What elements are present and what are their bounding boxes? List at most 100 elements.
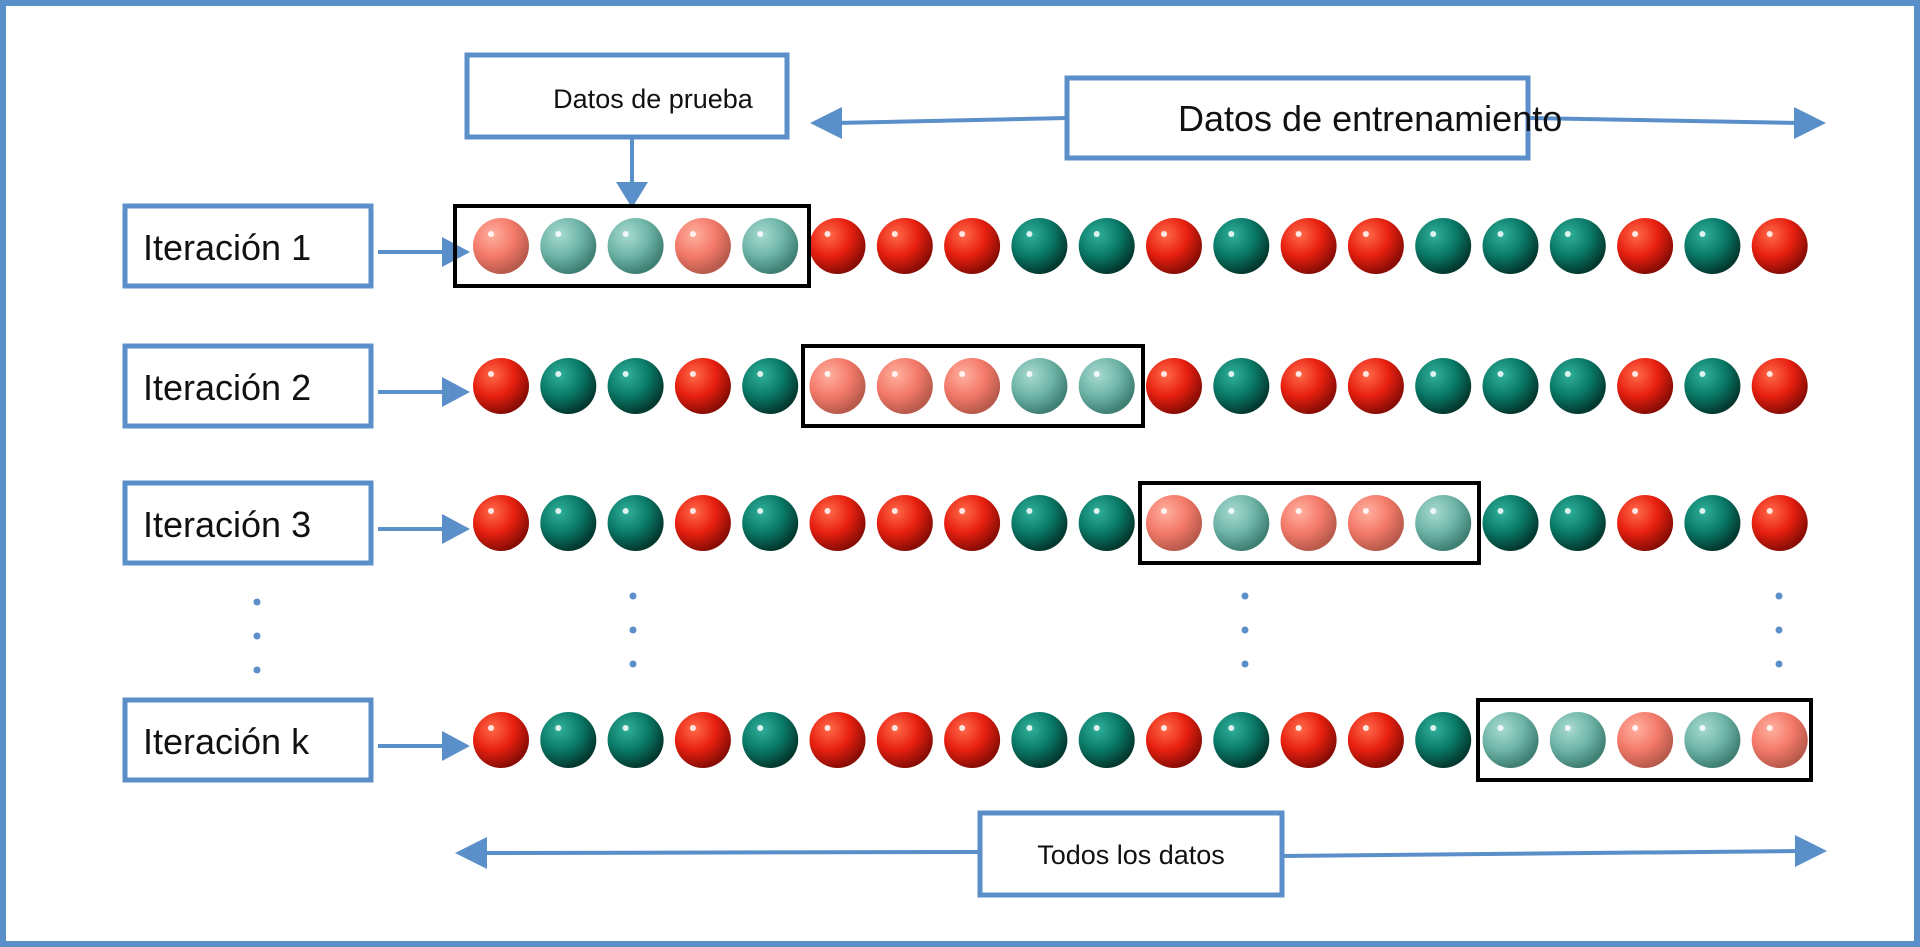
ball-highlight [1295, 508, 1302, 514]
training-data-ball [1280, 358, 1337, 414]
ball-highlight [1497, 231, 1504, 237]
training-data-ball [876, 218, 933, 274]
training-data-ball [1078, 712, 1135, 768]
training-data-ball [1617, 218, 1674, 274]
training-data-ball [809, 495, 866, 551]
training-data-ball [1213, 218, 1270, 274]
training-data-label-box [1064, 75, 1531, 161]
ball-highlight [1362, 725, 1369, 731]
all-data-label-box [977, 810, 1285, 898]
training-data-ball [1684, 495, 1741, 551]
training-data-ball [1482, 358, 1539, 414]
ball-highlight [1497, 725, 1504, 731]
ball-highlight [824, 725, 831, 731]
iteration-label: Iteración 3 [143, 504, 311, 545]
training-data-ball [1415, 218, 1472, 274]
ball-highlight [959, 231, 966, 237]
all-data-arrow-right-line [1281, 849, 1801, 858]
ball-highlight [689, 725, 696, 731]
ball-highlight [1093, 508, 1100, 514]
all-data-label: Todos los datos [1037, 840, 1225, 870]
ball-highlight [1026, 371, 1033, 377]
training-data-ball [1011, 218, 1068, 274]
ball-highlight [959, 725, 966, 731]
training-data-ball [1347, 358, 1404, 414]
test-data-ball [1146, 495, 1202, 551]
ball-highlight [1362, 231, 1369, 237]
ball-highlight [1564, 371, 1571, 377]
training-data-ball [742, 712, 799, 768]
training-data-ball [1415, 712, 1472, 768]
training-data-ball [1078, 218, 1135, 274]
ball-highlight [1632, 725, 1639, 731]
iteration-label-box [122, 480, 374, 566]
test-data-ball [1549, 712, 1606, 768]
iteration-label-box [122, 203, 374, 289]
ball-highlight [1766, 725, 1773, 731]
ball-highlight [555, 231, 562, 237]
test-data-ball [607, 218, 664, 274]
test-data-label: Datos de prueba [553, 84, 754, 114]
ellipsis-column-labels [253, 598, 261, 674]
training-data-ball [1078, 495, 1135, 551]
training-data-ball [1751, 358, 1808, 414]
all-data-arrow-right-head [1795, 835, 1827, 867]
ball-highlight [488, 508, 494, 514]
test-data-ball [1213, 495, 1270, 551]
training-data-ball [473, 712, 529, 768]
test-data-ball [1078, 358, 1135, 414]
iteration-arrow-head [442, 377, 470, 407]
iteration-arrow-head [442, 514, 470, 544]
training-data-ball [809, 712, 866, 768]
test-data-ball [944, 358, 1001, 414]
iteration-label: Iteración k [143, 721, 310, 762]
ball-highlight [1699, 371, 1706, 377]
ball-highlight [1766, 231, 1773, 237]
ball-highlight [1093, 231, 1100, 237]
ball-highlight [1295, 231, 1302, 237]
ball-highlight [1766, 508, 1773, 514]
ball-highlight [891, 725, 898, 731]
ball-highlight [757, 725, 764, 731]
test-data-ball [742, 218, 799, 274]
training-data-ball [540, 495, 597, 551]
training-data-ball [1751, 495, 1808, 551]
training-data-ball [540, 712, 597, 768]
training-data-ball [674, 495, 731, 551]
ball-highlight [1161, 231, 1167, 237]
ball-highlight [1362, 371, 1369, 377]
ball-highlight [1430, 508, 1437, 514]
training-data-ball [1280, 712, 1337, 768]
all-data-arrow-left-line [479, 850, 981, 855]
ball-highlight [757, 371, 764, 377]
training-data-ball [1482, 495, 1539, 551]
ball-highlight [622, 371, 629, 377]
ball-highlight [891, 371, 898, 377]
training-data-ball [1549, 358, 1606, 414]
test-data-ball [876, 358, 933, 414]
ball-highlight [622, 231, 629, 237]
training-data-ball [1751, 218, 1808, 274]
ball-highlight [1228, 725, 1235, 731]
iteration-row: Iteración 2 [122, 343, 1808, 429]
iteration-row: Iteración 3 [122, 480, 1808, 566]
ball-highlight [1228, 231, 1235, 237]
ball-highlight [959, 371, 966, 377]
ball-highlight [757, 231, 764, 237]
training-data-ball [1146, 358, 1202, 414]
ball-highlight [555, 371, 562, 377]
training-data-ball [742, 495, 799, 551]
training-data-ball [674, 358, 731, 414]
training-data-ball [944, 495, 1001, 551]
test-data-ball [1347, 495, 1404, 551]
training-data-label: Datos de entrenamiento [1178, 98, 1562, 139]
training-data-ball [944, 712, 1001, 768]
test-fold-box [1138, 481, 1481, 565]
training-data-ball [1347, 712, 1404, 768]
ellipsis-column-right [1775, 592, 1783, 668]
ball-highlight [1699, 725, 1706, 731]
training-arrow-left-head [810, 107, 842, 139]
training-data-ball [1684, 218, 1741, 274]
ball-highlight [1295, 725, 1302, 731]
iteration-label: Iteración 1 [143, 227, 311, 268]
